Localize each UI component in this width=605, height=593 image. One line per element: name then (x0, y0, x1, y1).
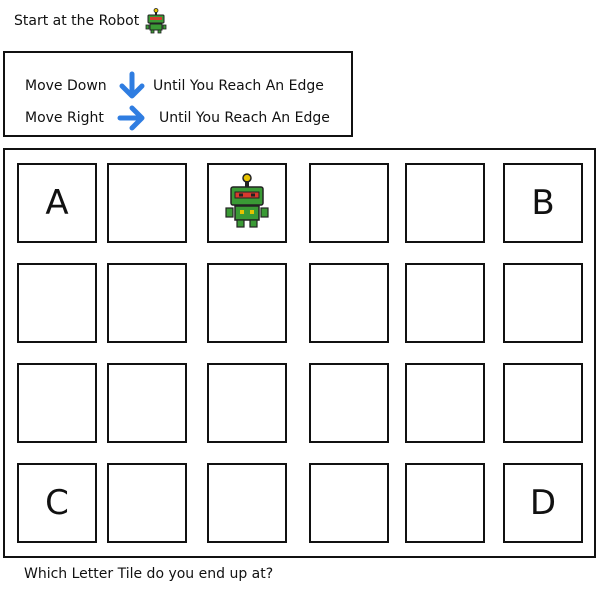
tile-c[interactable]: C (17, 463, 97, 543)
tile-a[interactable]: A (17, 163, 97, 243)
tile-empty[interactable] (405, 463, 485, 543)
question-text: Which Letter Tile do you end up at? (24, 566, 274, 582)
tile-letter: D (529, 483, 557, 523)
tile-grid: A B C D (3, 148, 596, 558)
tile-letter: B (531, 183, 555, 223)
tile-robot[interactable] (207, 163, 287, 243)
instruction-until: Until You Reach An Edge (153, 78, 324, 94)
instruction-action: Move Down (25, 78, 107, 94)
instruction-row: Move Down Until You Reach An Edge (25, 71, 324, 101)
instruction-until: Until You Reach An Edge (159, 110, 330, 126)
tile-empty[interactable] (309, 363, 389, 443)
tile-empty[interactable] (17, 263, 97, 343)
tile-empty[interactable] (309, 463, 389, 543)
tile-empty[interactable] (405, 263, 485, 343)
robot-icon (145, 8, 167, 34)
header: Start at the Robot (14, 8, 167, 34)
tile-empty[interactable] (107, 163, 187, 243)
tile-empty[interactable] (107, 463, 187, 543)
tile-empty[interactable] (107, 363, 187, 443)
tile-empty[interactable] (503, 263, 583, 343)
tile-empty[interactable] (309, 263, 389, 343)
arrow-right-icon (117, 103, 147, 133)
tile-empty[interactable] (207, 463, 287, 543)
instructions-box: Move Down Until You Reach An Edge Move R… (3, 51, 353, 137)
tile-empty[interactable] (207, 263, 287, 343)
tile-empty[interactable] (107, 263, 187, 343)
tile-b[interactable]: B (503, 163, 583, 243)
header-text: Start at the Robot (14, 13, 140, 29)
tile-d[interactable]: D (503, 463, 583, 543)
tile-letter: C (45, 483, 69, 523)
arrow-down-icon (117, 71, 147, 101)
tile-empty[interactable] (405, 163, 485, 243)
tile-letter: A (45, 183, 69, 223)
robot-icon (223, 173, 271, 233)
tile-empty[interactable] (405, 363, 485, 443)
instruction-action: Move Right (25, 110, 104, 126)
tile-empty[interactable] (207, 363, 287, 443)
tile-empty[interactable] (309, 163, 389, 243)
instruction-row: Move Right Until You Reach An Edge (25, 103, 330, 133)
tile-empty[interactable] (17, 363, 97, 443)
tile-empty[interactable] (503, 363, 583, 443)
